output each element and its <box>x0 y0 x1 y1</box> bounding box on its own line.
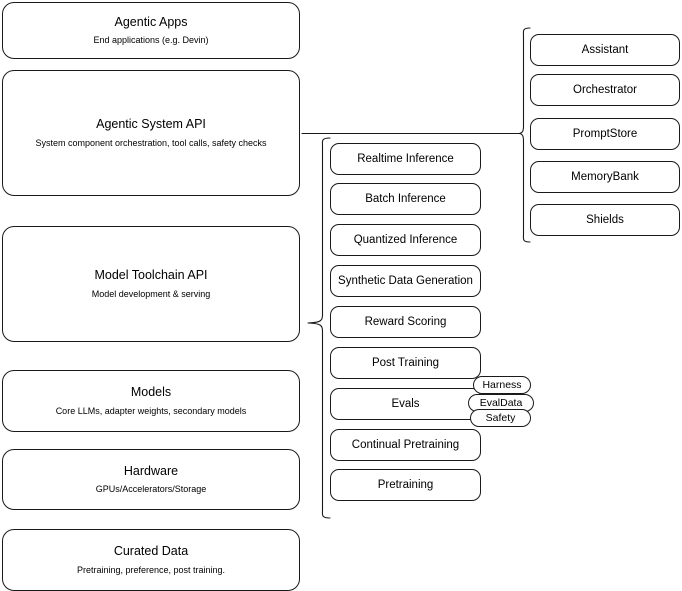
layer-title: Model Toolchain API <box>94 268 208 283</box>
evals-tag-label: EvalData <box>479 396 523 409</box>
component-shields[interactable]: Shields <box>530 204 680 236</box>
layer-title: Models <box>130 385 172 400</box>
capability-continual-pretraining[interactable]: Continual Pretraining <box>330 429 481 461</box>
system-components-brace <box>518 27 531 243</box>
layer-models[interactable]: Models Core LLMs, adapter weights, secon… <box>2 370 300 432</box>
component-assistant[interactable]: Assistant <box>530 34 680 66</box>
capability-label: Reward Scoring <box>364 315 447 328</box>
layer-subtitle: Pretraining, preference, post training. <box>76 564 226 575</box>
capability-label: Realtime Inference <box>357 152 454 165</box>
capability-label: Pretraining <box>377 478 434 491</box>
component-label: MemoryBank <box>571 170 639 183</box>
evals-tag-safety[interactable]: Safety <box>470 409 531 427</box>
component-label: PromptStore <box>572 127 638 140</box>
layer-subtitle: Model development & serving <box>91 288 211 299</box>
capability-reward-scoring[interactable]: Reward Scoring <box>330 306 481 338</box>
component-orchestrator[interactable]: Orchestrator <box>530 74 680 106</box>
layer-agentic-apps[interactable]: Agentic Apps End applications (e.g. Devi… <box>2 2 300 59</box>
capability-quantized-inference[interactable]: Quantized Inference <box>330 224 481 256</box>
capability-label: Post Training <box>371 356 440 369</box>
capability-label: Synthetic Data Generation <box>338 274 473 287</box>
capability-label: Continual Pretraining <box>351 438 460 451</box>
capability-label: Evals <box>391 397 420 410</box>
capability-label: Quantized Inference <box>353 233 458 246</box>
layer-agentic-system-api[interactable]: Agentic System API System component orch… <box>2 70 300 196</box>
layer-title: Curated Data <box>113 544 189 559</box>
layer-subtitle: System component orchestration, tool cal… <box>35 137 267 148</box>
capability-synthetic-data-generation[interactable]: Synthetic Data Generation <box>330 265 481 297</box>
layer-title: Agentic Apps <box>114 14 188 29</box>
component-memorybank[interactable]: MemoryBank <box>530 161 680 193</box>
evals-tag-label: Safety <box>485 411 516 424</box>
capability-pretraining[interactable]: Pretraining <box>330 469 481 501</box>
capability-label: Batch Inference <box>365 192 446 205</box>
layer-subtitle: GPUs/Accelerators/Storage <box>95 484 207 495</box>
capability-post-training[interactable]: Post Training <box>330 347 481 379</box>
capability-evals[interactable]: Evals <box>330 388 481 420</box>
capability-realtime-inference[interactable]: Realtime Inference <box>330 143 481 175</box>
layer-model-toolchain-api[interactable]: Model Toolchain API Model development & … <box>2 226 300 342</box>
layer-subtitle: End applications (e.g. Devin) <box>93 35 209 46</box>
layer-title: Agentic System API <box>96 117 206 132</box>
component-promptstore[interactable]: PromptStore <box>530 118 680 150</box>
evals-tag-harness[interactable]: Harness <box>473 376 531 394</box>
layer-subtitle: Core LLMs, adapter weights, secondary mo… <box>55 405 247 416</box>
toolchain-capabilities-brace <box>307 137 331 519</box>
component-label: Orchestrator <box>573 83 637 96</box>
capability-batch-inference[interactable]: Batch Inference <box>330 183 481 215</box>
component-label: Shields <box>586 213 624 226</box>
evals-tag-label: Harness <box>482 378 522 391</box>
layer-curated-data[interactable]: Curated Data Pretraining, preference, po… <box>2 529 300 591</box>
component-label: Assistant <box>581 43 629 56</box>
layer-hardware[interactable]: Hardware GPUs/Accelerators/Storage <box>2 449 300 510</box>
layer-title: Hardware <box>123 463 179 478</box>
